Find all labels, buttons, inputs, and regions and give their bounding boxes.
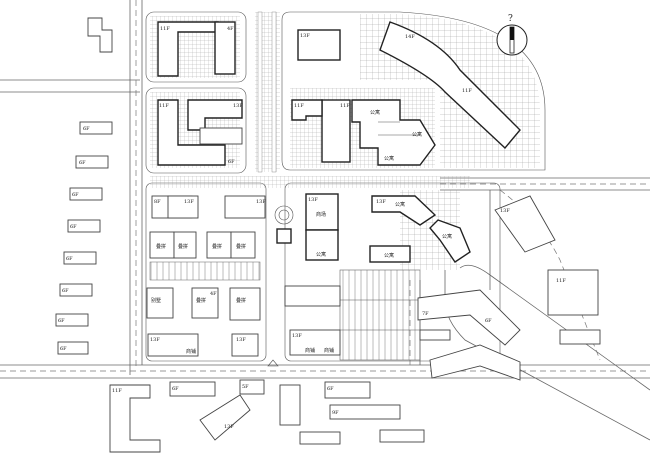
floor-label: 13F bbox=[184, 199, 194, 205]
building-label: 公寓 bbox=[384, 155, 394, 162]
building-label: 叠拼 bbox=[212, 243, 222, 250]
floor-label: 11F bbox=[112, 388, 122, 394]
block-sw: 8F 13F 13F 叠拼 叠拼 叠拼 叠拼 别墅 叠拼 叠拼 4F 13F 商… bbox=[146, 195, 266, 357]
floor-label: 11F bbox=[462, 88, 472, 94]
building-label: 商铺 bbox=[324, 347, 334, 354]
floor-label: 11F bbox=[294, 103, 304, 109]
building-label: 公寓 bbox=[370, 109, 380, 116]
building-label: 商铺 bbox=[186, 348, 196, 355]
floor-label: 6F bbox=[62, 288, 69, 294]
floor-label: 11F bbox=[160, 26, 170, 32]
building-label: 叠拼 bbox=[236, 243, 246, 250]
floor-label: 13F bbox=[233, 103, 243, 109]
building-label: 别墅 bbox=[151, 297, 161, 304]
existing-buildings-east: 13F 11F 7F 6F bbox=[417, 195, 601, 381]
building-label: 叠拼 bbox=[156, 243, 166, 250]
floor-label: 13F bbox=[376, 199, 386, 205]
block-nw-bottom: 11F 13F 6F bbox=[157, 99, 243, 166]
parking-area bbox=[149, 261, 421, 361]
floor-label: 6F bbox=[172, 386, 179, 392]
building-label: 公寓 bbox=[384, 252, 394, 259]
building-label: 叠拼 bbox=[178, 243, 188, 250]
floor-label: 4F bbox=[210, 291, 217, 297]
floor-label: 6F bbox=[83, 126, 90, 132]
building-label: 叠拼 bbox=[236, 297, 246, 304]
building-label: 公寓 bbox=[316, 251, 326, 258]
building-label: 公寓 bbox=[395, 201, 405, 208]
floor-label: 6F bbox=[58, 318, 65, 324]
floor-label: 8F bbox=[154, 199, 161, 205]
building-label: 商场 bbox=[316, 211, 326, 218]
floor-label: 6F bbox=[228, 159, 235, 165]
site-blocks bbox=[145, 11, 546, 362]
floor-label: 13F bbox=[500, 208, 510, 214]
floor-label: 6F bbox=[327, 386, 334, 392]
floor-label: 13F bbox=[300, 33, 310, 39]
floor-label: 6F bbox=[60, 346, 67, 352]
floor-label: 11F bbox=[556, 278, 566, 284]
floor-label: 11F bbox=[340, 103, 350, 109]
floor-label: 6F bbox=[485, 318, 492, 324]
floor-label: 13F bbox=[224, 424, 234, 430]
floor-label: 13F bbox=[150, 337, 160, 343]
floor-label: 4F bbox=[227, 26, 234, 32]
block-ne: 13F 11F 11F 公寓 公寓 公寓 14F 11F bbox=[291, 21, 521, 166]
road-network bbox=[0, 0, 650, 441]
block-east: 13F 公寓 公寓 公寓 bbox=[369, 195, 471, 263]
north-arrow-icon bbox=[510, 27, 514, 40]
floor-label: 5F bbox=[242, 384, 249, 390]
block-nw-top: 11F 4F bbox=[157, 21, 236, 77]
floor-label: 6F bbox=[66, 256, 73, 262]
block-center: 13F 商场 公寓 13F 商铺 商铺 bbox=[267, 193, 341, 367]
compass-mark: ? bbox=[508, 14, 513, 24]
building-label: 商铺 bbox=[305, 347, 315, 354]
floor-label: 9F bbox=[332, 410, 339, 416]
floor-label: 11F bbox=[159, 103, 169, 109]
building-label: 公寓 bbox=[442, 233, 452, 240]
floor-label: 14F bbox=[405, 34, 415, 40]
floor-label: 13F bbox=[236, 337, 246, 343]
floor-label: 7F bbox=[422, 311, 429, 317]
floor-label: 13F bbox=[292, 333, 302, 339]
floor-label: 6F bbox=[79, 160, 86, 166]
floor-label: 6F bbox=[72, 192, 79, 198]
building-label: 公寓 bbox=[412, 131, 422, 138]
existing-buildings-west: 6F 6F 6F 6F 6F 6F 6F 6F bbox=[55, 17, 113, 355]
floor-label: 6F bbox=[70, 224, 77, 230]
floor-label: 13F bbox=[308, 197, 318, 203]
existing-buildings-south: 11F 6F 5F 6F 9F 13F bbox=[109, 379, 425, 453]
north-arrow: ? bbox=[496, 14, 528, 56]
floor-label: 13F bbox=[256, 199, 266, 205]
building-label: 叠拼 bbox=[196, 297, 206, 304]
